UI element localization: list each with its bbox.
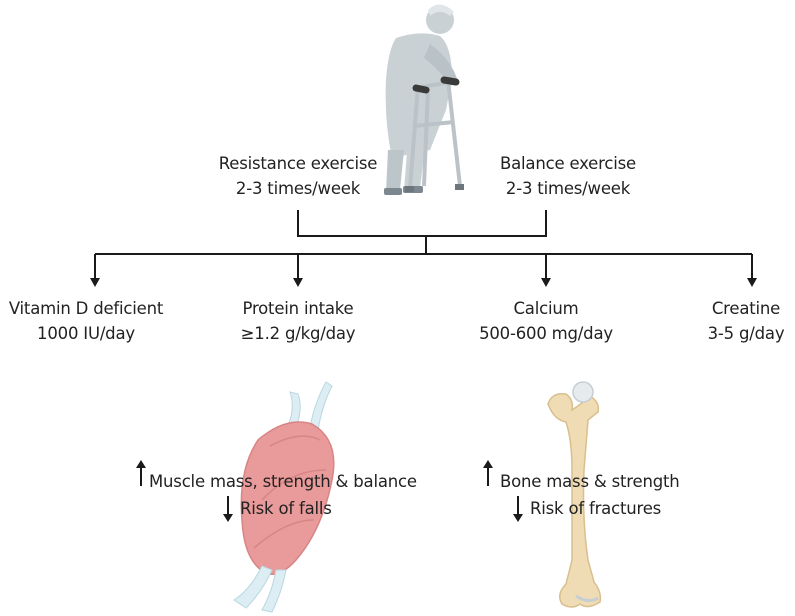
calcium-dose: 500-600 mg/day xyxy=(479,324,613,343)
bone-decrease-text: Risk of fractures xyxy=(530,499,662,518)
vitamin-d-dose: 1000 IU/day xyxy=(37,324,135,343)
muscle-fiber-3 xyxy=(253,519,315,549)
creatine-title: Creatine xyxy=(711,299,781,318)
protein-label: Protein intake ≥1.2 g/kg/day xyxy=(216,296,380,346)
resistance-exercise-label: Resistance exercise 2-3 times/week xyxy=(163,151,433,201)
branch-arrowheads xyxy=(90,278,757,287)
muscle-icon xyxy=(233,381,335,613)
muscle-tendon-bottom-right xyxy=(261,569,287,613)
femur-condyle xyxy=(575,594,599,603)
up-arrow-icon xyxy=(483,460,493,486)
muscle-tendon-top-right xyxy=(309,381,333,431)
muscle-decrease-text: Risk of falls xyxy=(240,499,332,518)
balance-exercise-label: Balance exercise 2-3 times/week xyxy=(468,151,668,201)
calcium-title: Calcium xyxy=(513,299,579,318)
creatine-label: Creatine 3-5 g/day xyxy=(697,296,795,346)
arrowhead-creatine xyxy=(747,278,757,287)
down-arrow-icon xyxy=(513,496,523,522)
muscle-fiber-2 xyxy=(261,469,327,501)
exercise-bracket xyxy=(94,210,753,280)
protein-title: Protein intake xyxy=(242,299,354,318)
vitamin-d-title: Vitamin D deficient xyxy=(8,299,164,318)
down-arrow-icon xyxy=(223,496,233,522)
muscle-belly xyxy=(240,421,335,575)
creatine-dose: 3-5 g/day xyxy=(707,324,785,343)
figure-hair xyxy=(428,4,454,16)
figure-shoe-left xyxy=(384,188,402,195)
figure-arm xyxy=(424,44,458,86)
muscle-increase-text: Muscle mass, strength & balance xyxy=(149,472,417,491)
calcium-label: Calcium 500-600 mg/day xyxy=(466,296,626,346)
resistance-exercise-frequency: 2-3 times/week xyxy=(235,179,361,198)
femur-shaft xyxy=(547,392,602,608)
arrowhead-calcium xyxy=(541,278,551,287)
arrowhead-protein xyxy=(293,278,303,287)
balance-exercise-frequency: 2-3 times/week xyxy=(505,179,631,198)
up-arrow-icon xyxy=(136,460,146,486)
bone-increase-text: Bone mass & strength xyxy=(500,472,680,491)
femur-head xyxy=(572,381,594,403)
walker-foot-left xyxy=(405,186,414,192)
bracket-upper xyxy=(297,210,547,237)
figure-leg-left xyxy=(386,150,404,192)
elderly-walker-icon xyxy=(384,4,464,195)
walker-grips xyxy=(412,76,460,94)
resistance-exercise-title: Resistance exercise xyxy=(218,154,378,173)
muscle-fiber-1 xyxy=(269,435,321,447)
walker-foot-right xyxy=(455,184,464,190)
femur-bone-icon xyxy=(547,381,602,608)
arrowhead-vitamin-d xyxy=(90,278,100,287)
muscle-tendon-bottom-left xyxy=(233,565,273,609)
balance-exercise-title: Balance exercise xyxy=(500,154,636,173)
vitamin-d-label: Vitamin D deficient 1000 IU/day xyxy=(0,296,172,346)
protein-dose: ≥1.2 g/kg/day xyxy=(240,324,356,343)
